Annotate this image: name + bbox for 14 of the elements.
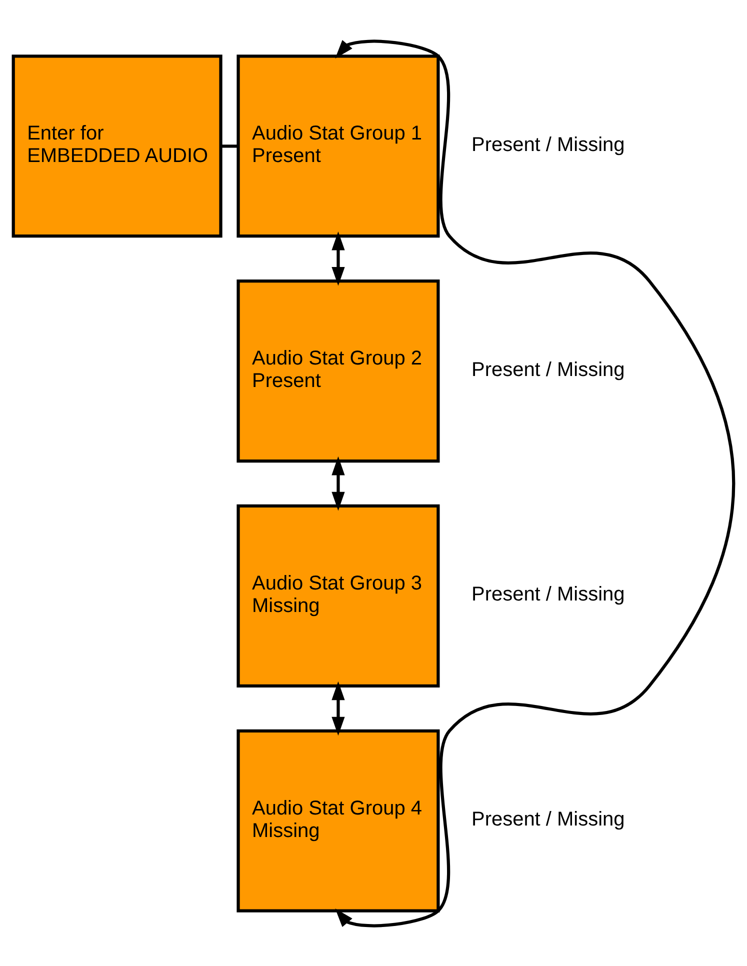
connector [221, 144, 238, 148]
node-box: Audio Stat Group 3 Missing [236, 504, 440, 687]
node-box: Enter for EMBEDDED AUDIO [12, 54, 222, 238]
arrow [332, 231, 345, 286]
node-label: Present / Missing [471, 583, 625, 606]
node-label: Present / Missing [471, 133, 625, 156]
arrow [332, 456, 345, 510]
node-label: Present / Missing [471, 358, 625, 380]
arrow [335, 39, 735, 927]
node-box: Audio Stat Group 4 Missing [236, 728, 440, 912]
node-box: Audio Stat Group 1 Present [236, 54, 440, 238]
node-label: Present / Missing [471, 808, 625, 830]
node-box: Audio Stat Group 2 Present [236, 279, 440, 462]
arrow [332, 680, 345, 736]
